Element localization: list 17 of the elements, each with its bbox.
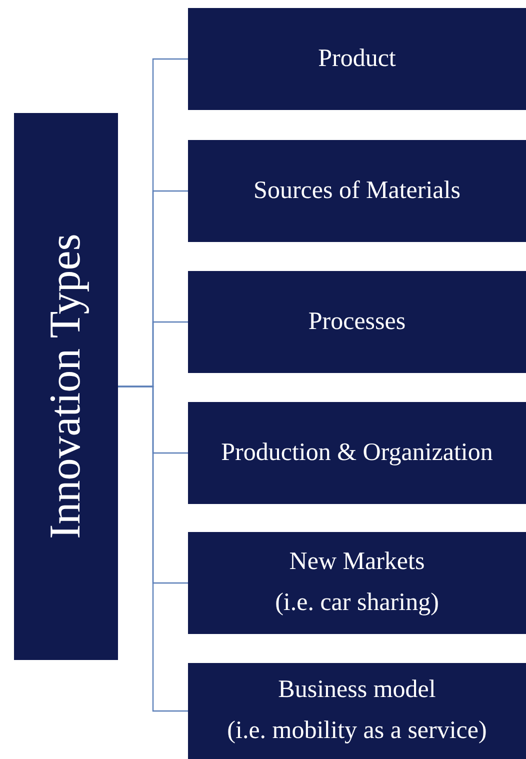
type-box xyxy=(188,663,526,759)
type-box xyxy=(188,271,526,373)
box-label: Processes xyxy=(308,308,406,336)
box-label: Sources of Materials xyxy=(254,176,460,206)
box-label: (i.e. mobility as a service) xyxy=(227,717,487,746)
vertical-title: Innovation Types xyxy=(40,234,91,540)
box-label: Business model xyxy=(278,676,436,705)
box-label: New Markets xyxy=(289,548,425,577)
type-box xyxy=(188,532,526,634)
box-label: (i.e. car sharing) xyxy=(275,589,439,618)
box-label: Product xyxy=(318,44,396,74)
category-box xyxy=(14,113,118,660)
type-box xyxy=(188,140,526,242)
box-label: Production & Organization xyxy=(221,438,493,468)
connector-line xyxy=(118,386,188,712)
type-box xyxy=(188,402,526,504)
type-box xyxy=(188,8,526,110)
